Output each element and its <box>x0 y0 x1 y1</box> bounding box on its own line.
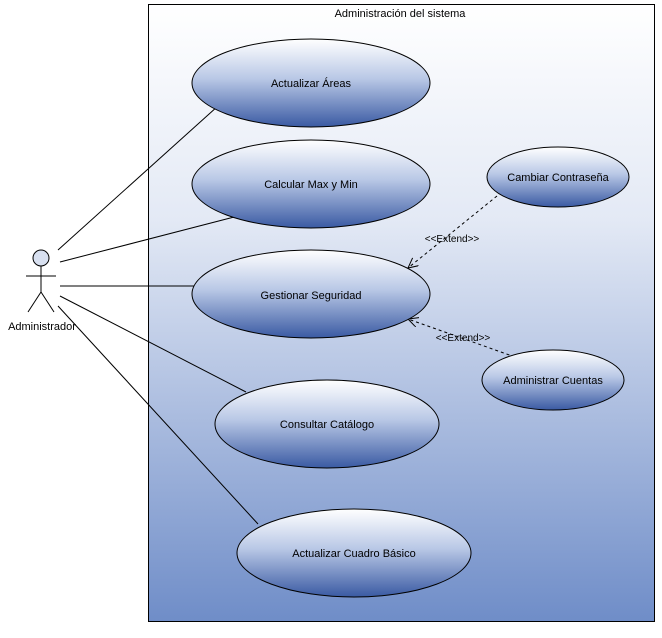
use-case-calcular-max-min[interactable]: Calcular Max y Min <box>191 139 431 229</box>
actor-label: Administrador <box>8 321 76 333</box>
extend-arrow-administrar-cuentas[interactable] <box>408 319 516 358</box>
actor-head <box>32 249 50 267</box>
system-title: Administración del sistema <box>335 8 467 20</box>
use-case-label: Gestionar Seguridad <box>261 290 362 302</box>
use-case-label: Actualizar Cuadro Básico <box>292 548 416 560</box>
use-case-actualizar-areas[interactable]: Actualizar Áreas <box>191 38 431 128</box>
actor-administrador[interactable] <box>26 249 56 313</box>
use-case-label: Administrar Cuentas <box>503 375 603 387</box>
use-case-label: Actualizar Áreas <box>271 77 352 90</box>
use-case-label: Calcular Max y Min <box>264 179 358 191</box>
extend-arrow-cambiar-contrasena[interactable] <box>408 195 498 268</box>
association-consultar-catalogo[interactable] <box>59 295 247 393</box>
use-case-gestionar-seguridad[interactable]: Gestionar Seguridad <box>191 249 431 339</box>
use-case-actualizar-cuadro-basico[interactable]: Actualizar Cuadro Básico <box>236 508 472 598</box>
extend-label-1: <<Extend>> <box>425 234 480 245</box>
association-actualizar-cuadro-basico[interactable] <box>57 305 259 525</box>
association-actualizar-areas[interactable] <box>57 105 219 251</box>
use-case-administrar-cuentas[interactable]: Administrar Cuentas <box>481 349 625 411</box>
associations <box>57 105 259 525</box>
use-case-label: Consultar Catálogo <box>280 419 374 431</box>
use-case-cambiar-contrasena[interactable]: Cambiar Contraseña <box>486 146 630 208</box>
use-case-label: Cambiar Contraseña <box>507 172 609 184</box>
actor-right-leg <box>40 291 55 313</box>
extend-label-2: <<Extend>> <box>436 333 491 344</box>
actor-left-leg <box>27 291 42 313</box>
use-case-consultar-catalogo[interactable]: Consultar Catálogo <box>214 379 440 469</box>
extend-relations: <<Extend>> <<Extend>> <box>408 195 516 358</box>
association-calcular-max-min[interactable] <box>59 215 239 263</box>
